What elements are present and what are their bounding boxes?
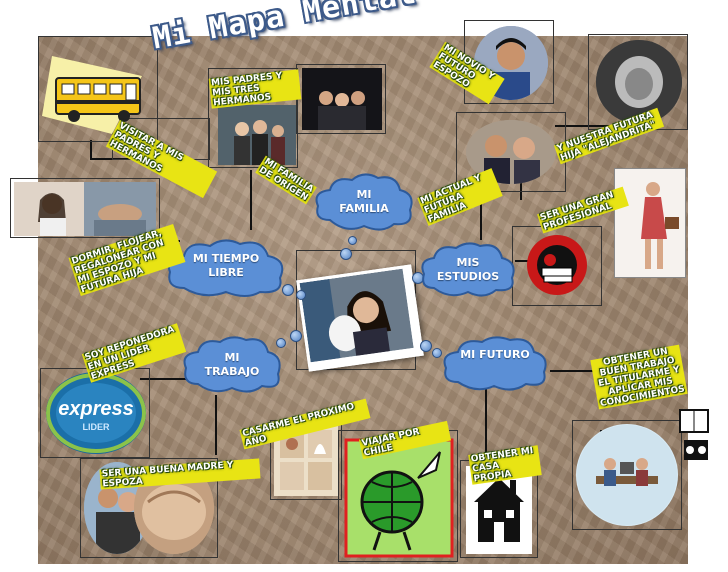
school-bus-icon: [42, 46, 152, 138]
travel-globe-icon: [344, 438, 454, 558]
connector: [215, 395, 217, 455]
node-mi-tiempo-libre[interactable]: MI TIEMPO LIBRE: [164, 236, 288, 300]
node-mis-estudios[interactable]: MIS ESTUDIOS: [418, 240, 518, 300]
connector: [485, 385, 487, 485]
center-photo: [296, 264, 424, 372]
photo-frame: [80, 458, 218, 558]
leisure-photo-1: [14, 182, 84, 236]
connector: [250, 170, 252, 230]
work-meeting-icon: [576, 424, 678, 526]
connector: [140, 378, 190, 380]
baby-photo: [596, 40, 682, 124]
thought-bubble: [420, 340, 432, 352]
photo-frame: [208, 68, 298, 168]
books-icon: [676, 404, 716, 468]
node-mi-trabajo[interactable]: MI TRABAJO: [180, 334, 284, 396]
logo-brand: express: [58, 398, 134, 420]
express-lider-logo: express LIDER: [46, 372, 146, 454]
thought-bubble: [340, 248, 352, 260]
node-label: MI TRABAJO: [204, 351, 260, 378]
logo-sub: LIDER: [82, 422, 110, 432]
node-label: MI FUTURO: [460, 348, 530, 361]
photo-frame: [10, 178, 160, 238]
leisure-photo-2: [84, 182, 156, 236]
photo-frame: [38, 36, 158, 142]
studies-icon: [520, 232, 594, 298]
wedding-icon: [274, 424, 338, 496]
connector: [515, 260, 530, 262]
node-label: MI FAMILIA: [339, 188, 389, 215]
thought-bubble: [296, 290, 306, 300]
node-label: MI TIEMPO LIBRE: [192, 252, 260, 279]
connector: [480, 190, 482, 240]
node-mi-futuro[interactable]: MI FUTURO: [440, 334, 550, 394]
connector: [555, 125, 615, 127]
photo-frame: [572, 420, 682, 530]
node-label: MIS ESTUDIOS: [436, 256, 500, 283]
thought-bubble: [432, 348, 442, 358]
node-mi-familia[interactable]: MI FAMILIA: [312, 170, 416, 234]
thought-bubble: [348, 236, 357, 245]
thought-bubble: [282, 284, 294, 296]
connector: [90, 140, 92, 160]
thought-bubble: [290, 330, 302, 342]
couple-photo: [466, 120, 556, 184]
family-photo: [218, 105, 296, 165]
siblings-photo: [302, 68, 382, 130]
thought-bubble: [276, 338, 286, 348]
professional-icon: [614, 168, 686, 278]
